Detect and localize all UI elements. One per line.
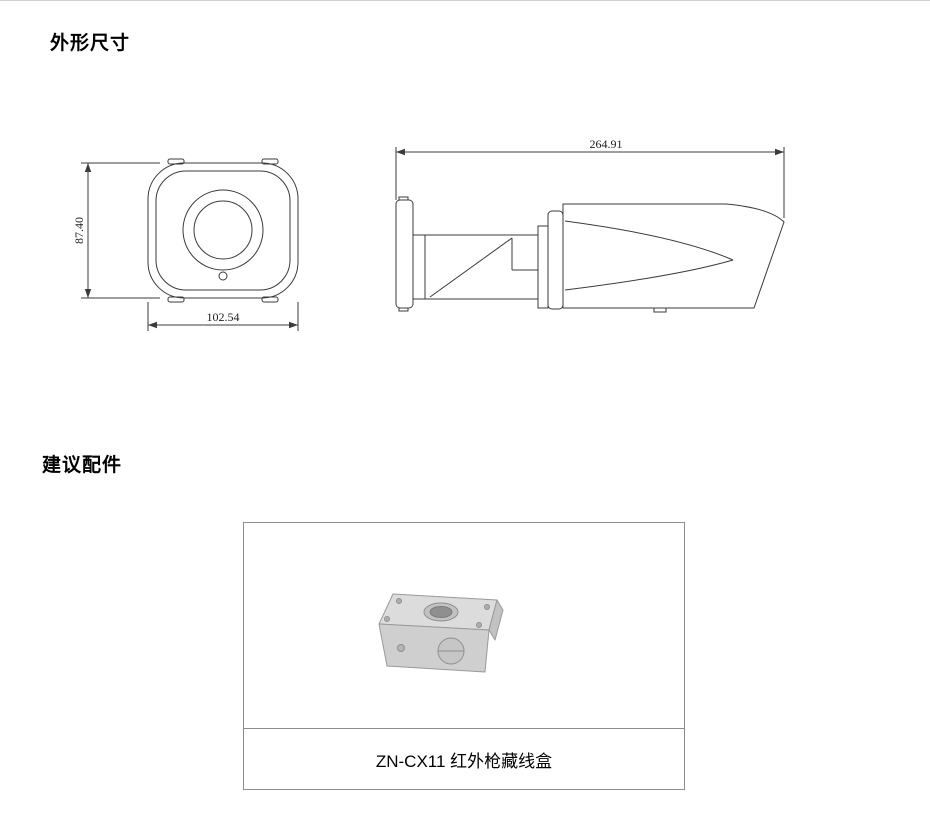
screw-icon [476,621,482,628]
junction-box-illustration [378,593,504,672]
section-title-dimensions: 外形尺寸 [50,33,131,54]
mount-plate-tab-bottom [398,307,409,312]
lens-cone-top [564,220,734,261]
dim-length-label: 264.91 [590,138,623,151]
screw-icon [484,603,490,610]
collar-joint [537,225,549,309]
top-divider [0,0,930,1]
body-foot-notch [653,307,667,313]
front-view-drawing: 87.40 102.54 [72,158,299,331]
dim-arrow [148,321,157,329]
accessory-caption: ZN-CX11 红外枪藏线盒 [375,751,553,771]
dim-arrow [775,148,784,156]
dim-arrow [396,148,405,156]
front-tab-bottom-right [261,296,279,303]
led-indicator-circle [218,271,228,281]
dim-arrow [84,163,92,172]
mount-plate [395,199,414,309]
junction-box-side-face [488,599,504,640]
dim-width-label: 102.54 [207,310,240,324]
screw-icon [396,597,402,604]
section-title-accessories: 建议配件 [42,455,123,476]
accessory-image-area [244,523,684,729]
side-view-drawing: 264.91 [395,138,785,313]
front-inner-outline [155,170,291,291]
front-tab-top-left [167,158,185,165]
dim-arrow [84,289,92,298]
front-tab-bottom-left [167,296,185,303]
dim-arrow [289,321,298,329]
screw-icon [384,615,390,622]
lens-inner-circle [193,200,253,260]
lens-cone-bottom [564,259,734,291]
mount-plate-tab-top [398,196,409,201]
rear-cap [547,210,564,310]
camera-body-outline [562,203,785,309]
lens-outer-circle [182,189,264,271]
dim-height-label: 87.40 [72,217,86,244]
screw-icon [397,643,405,652]
front-body-outline [147,162,299,299]
bracket-diagonal-line [429,237,513,298]
junction-box-front-face [378,623,490,672]
accessory-card: ZN-CX11 红外枪藏线盒 [243,522,685,790]
junction-box-top-hole [429,605,453,618]
front-tab-top-right [261,158,279,165]
